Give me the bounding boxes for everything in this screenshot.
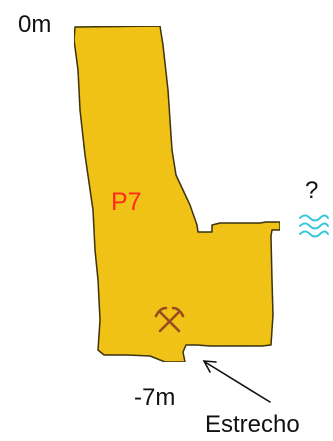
constriction-arrow — [202, 360, 271, 403]
unknown-continuation-mark: ? — [305, 177, 318, 204]
top-depth-label: 0m — [18, 11, 51, 38]
water-waves-icon — [299, 214, 329, 238]
passage-name-label: P7 — [111, 188, 142, 216]
bottom-depth-label: -7m — [134, 384, 175, 411]
crossed-picks-icon — [154, 306, 185, 333]
cave-passage-shape — [73, 25, 281, 363]
constriction-label: Estrecho — [205, 411, 300, 438]
